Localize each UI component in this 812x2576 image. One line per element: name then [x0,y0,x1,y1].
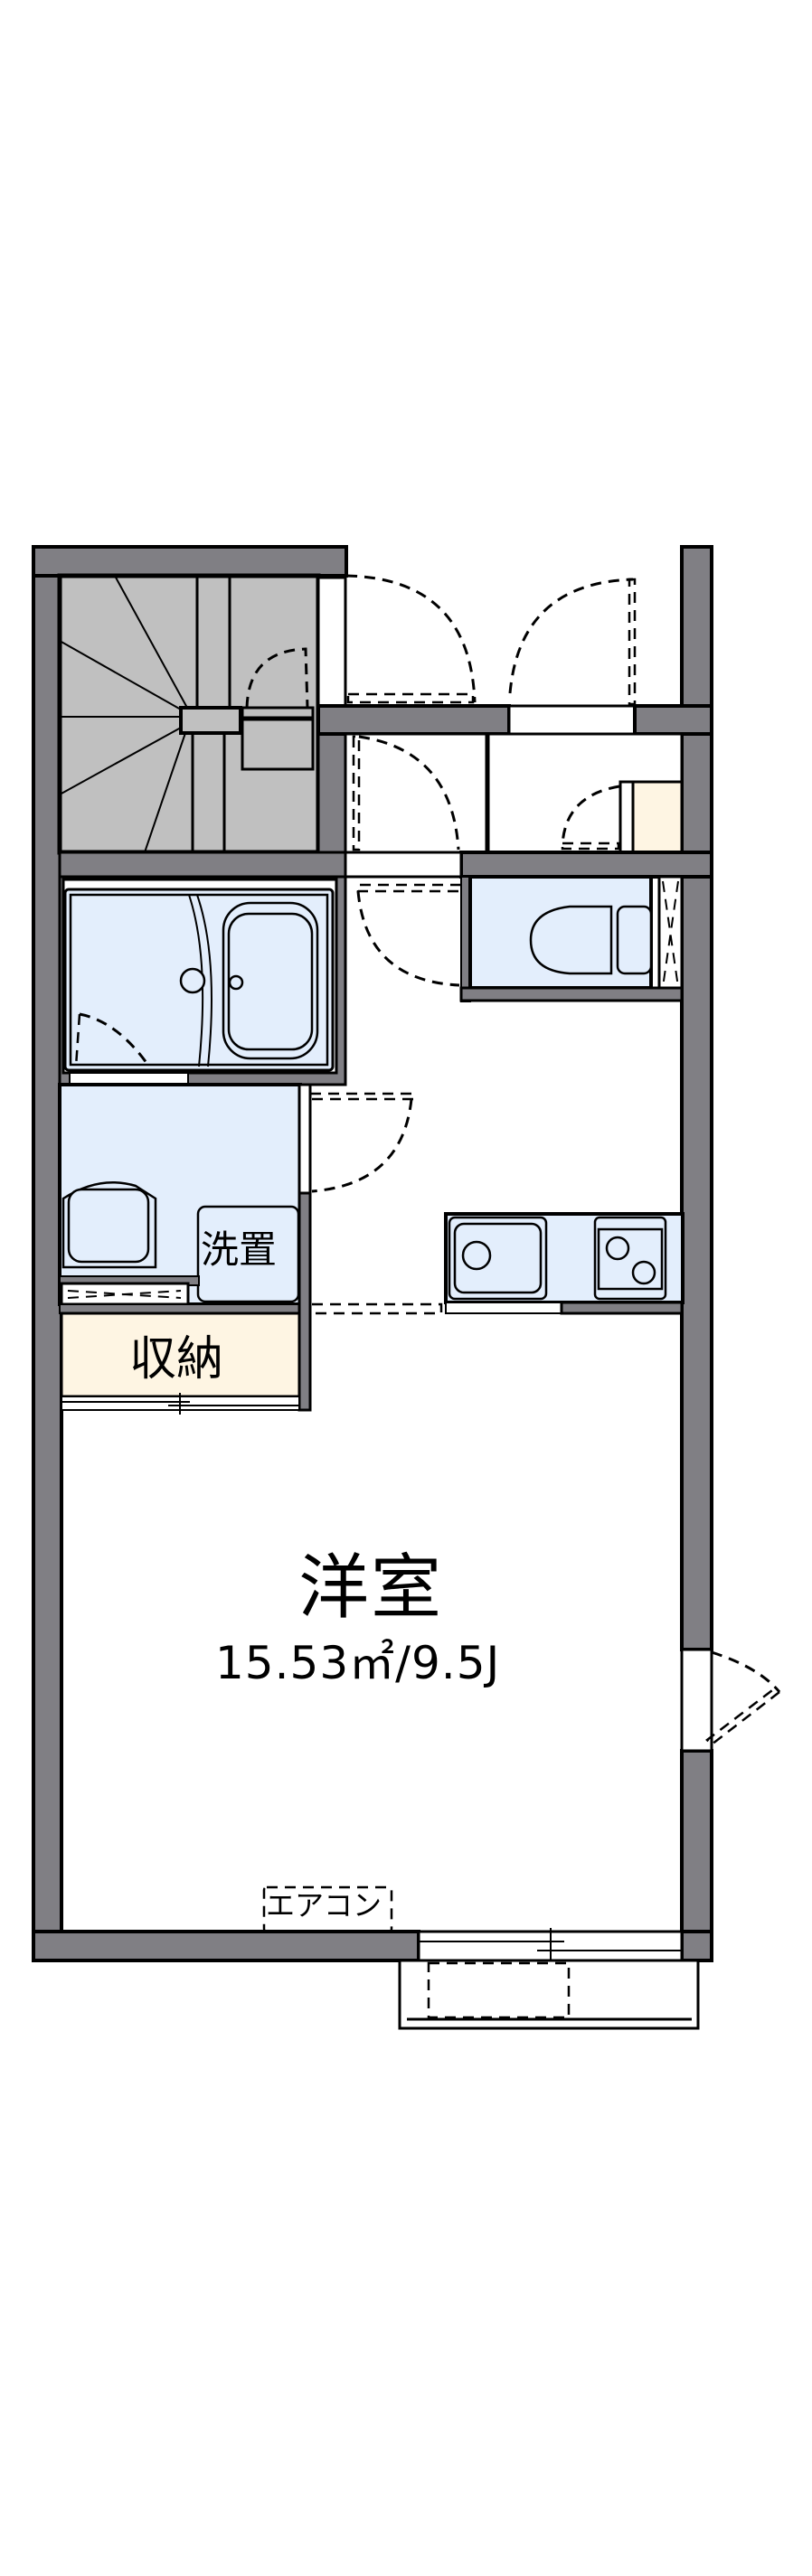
storage [60,1312,301,1415]
outer-walls [32,545,713,1962]
room-name-western: 洋室 [298,1547,444,1629]
washer-space-label: 洗置 [201,1227,278,1272]
window-balcony [398,1928,700,2030]
kitchen [312,1212,685,1315]
toilet [356,875,684,1002]
room-area-label: 15.53㎡/9.5J [215,1637,501,1689]
bathroom [58,875,347,1086]
air-conditioner-label: エアコン [266,1888,382,1923]
storage-label: 収納 [129,1332,224,1387]
hallway [344,732,713,879]
ac-unit-outline [262,1885,393,1933]
stairs [57,573,347,879]
washroom [58,1083,415,1412]
entry-doors [316,574,713,736]
balcony-door-right [680,1648,781,1753]
